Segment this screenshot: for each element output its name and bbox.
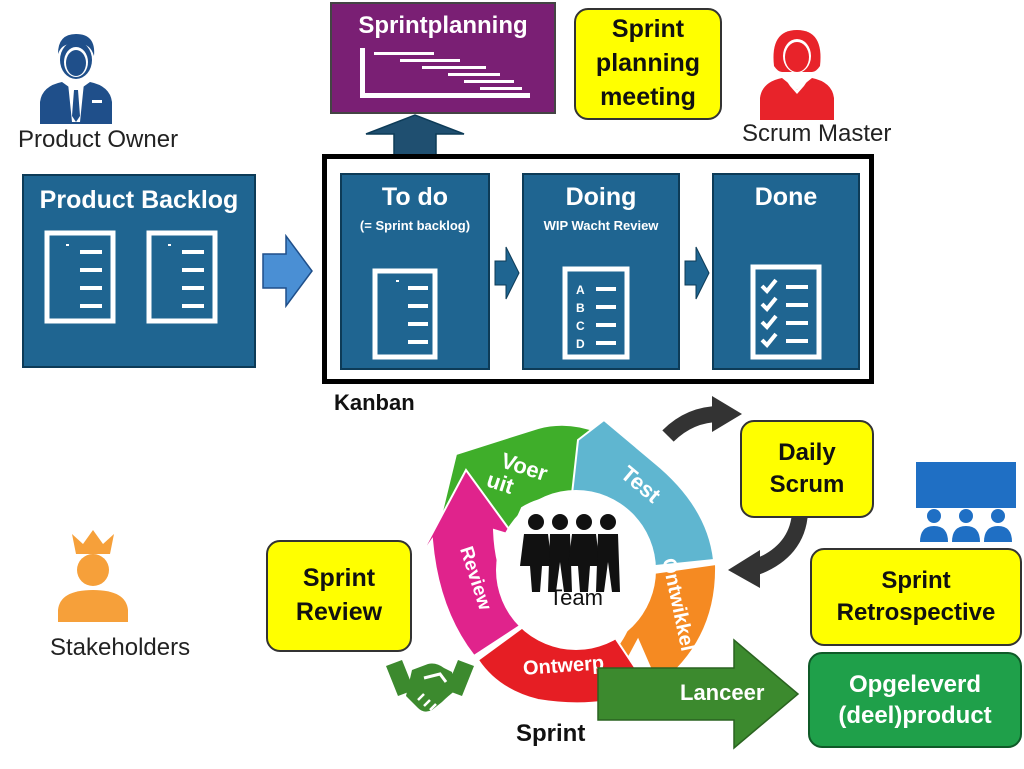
team-icon: [520, 514, 620, 592]
sprint-review-box: Sprint Review: [266, 540, 412, 652]
sprintplanning-title: Sprintplanning: [358, 12, 528, 39]
lanceer-label: Lanceer: [680, 680, 765, 705]
sprint-cycle: Team Voer uit Test Ontwikkel Ontwerp Rev…: [418, 418, 718, 705]
letter-b: B: [576, 301, 585, 315]
handshake-icon: [386, 660, 474, 712]
product-backlog-title: Product Backlog: [39, 186, 239, 214]
kanban-board: [322, 154, 874, 384]
checklist-abcd-icon: A B C D: [562, 266, 630, 360]
stakeholders-label: Stakeholders: [50, 634, 191, 661]
delivered-product-box: Opgeleverd (deel)product: [808, 652, 1022, 748]
scrum-master-icon: [760, 30, 834, 120]
daily-scrum-box: Daily Scrum: [740, 420, 874, 518]
stakeholder-icon: [58, 530, 128, 622]
audience-icon: [916, 462, 1016, 542]
product-owner-label: Product Owner: [18, 126, 179, 153]
up-arrow-icon: [365, 114, 465, 156]
document-icon: [44, 230, 116, 324]
letter-a: A: [576, 283, 585, 297]
done-column: Done: [712, 173, 860, 370]
daily-cycle-arrows: [662, 396, 808, 588]
right-arrow-icon: [684, 246, 710, 300]
sprintplanning-panel: Sprintplanning: [330, 2, 556, 114]
right-arrow-icon: [494, 246, 520, 300]
todo-title: To do: [381, 183, 449, 211]
sprint-label: Sprint: [516, 720, 586, 747]
sprint-retrospective-box: Sprint Retrospective: [810, 548, 1022, 646]
todo-subtitle: (= Sprint backlog): [359, 218, 471, 233]
lanceer-arrow: [597, 638, 800, 750]
letter-d: D: [576, 337, 585, 351]
right-arrow-icon: [262, 234, 313, 308]
product-backlog-panel: Product Backlog: [22, 174, 256, 368]
done-title: Done: [754, 183, 818, 211]
document-icon: [146, 230, 218, 324]
team-label: Team: [549, 585, 603, 610]
sprint-planning-meeting-box: Sprint planning meeting: [574, 8, 722, 120]
gantt-icon: [360, 48, 530, 98]
doing-subtitle: WIP Wacht Review: [543, 218, 659, 233]
product-owner-icon: [40, 34, 112, 124]
letter-c: C: [576, 319, 585, 333]
doing-title: Doing: [565, 183, 637, 211]
cycle-center: [496, 490, 656, 650]
kanban-label: Kanban: [334, 390, 415, 415]
document-icon: [372, 268, 438, 360]
scrum-master-label: Scrum Master: [742, 120, 892, 147]
checklist-done-icon: [750, 264, 822, 360]
